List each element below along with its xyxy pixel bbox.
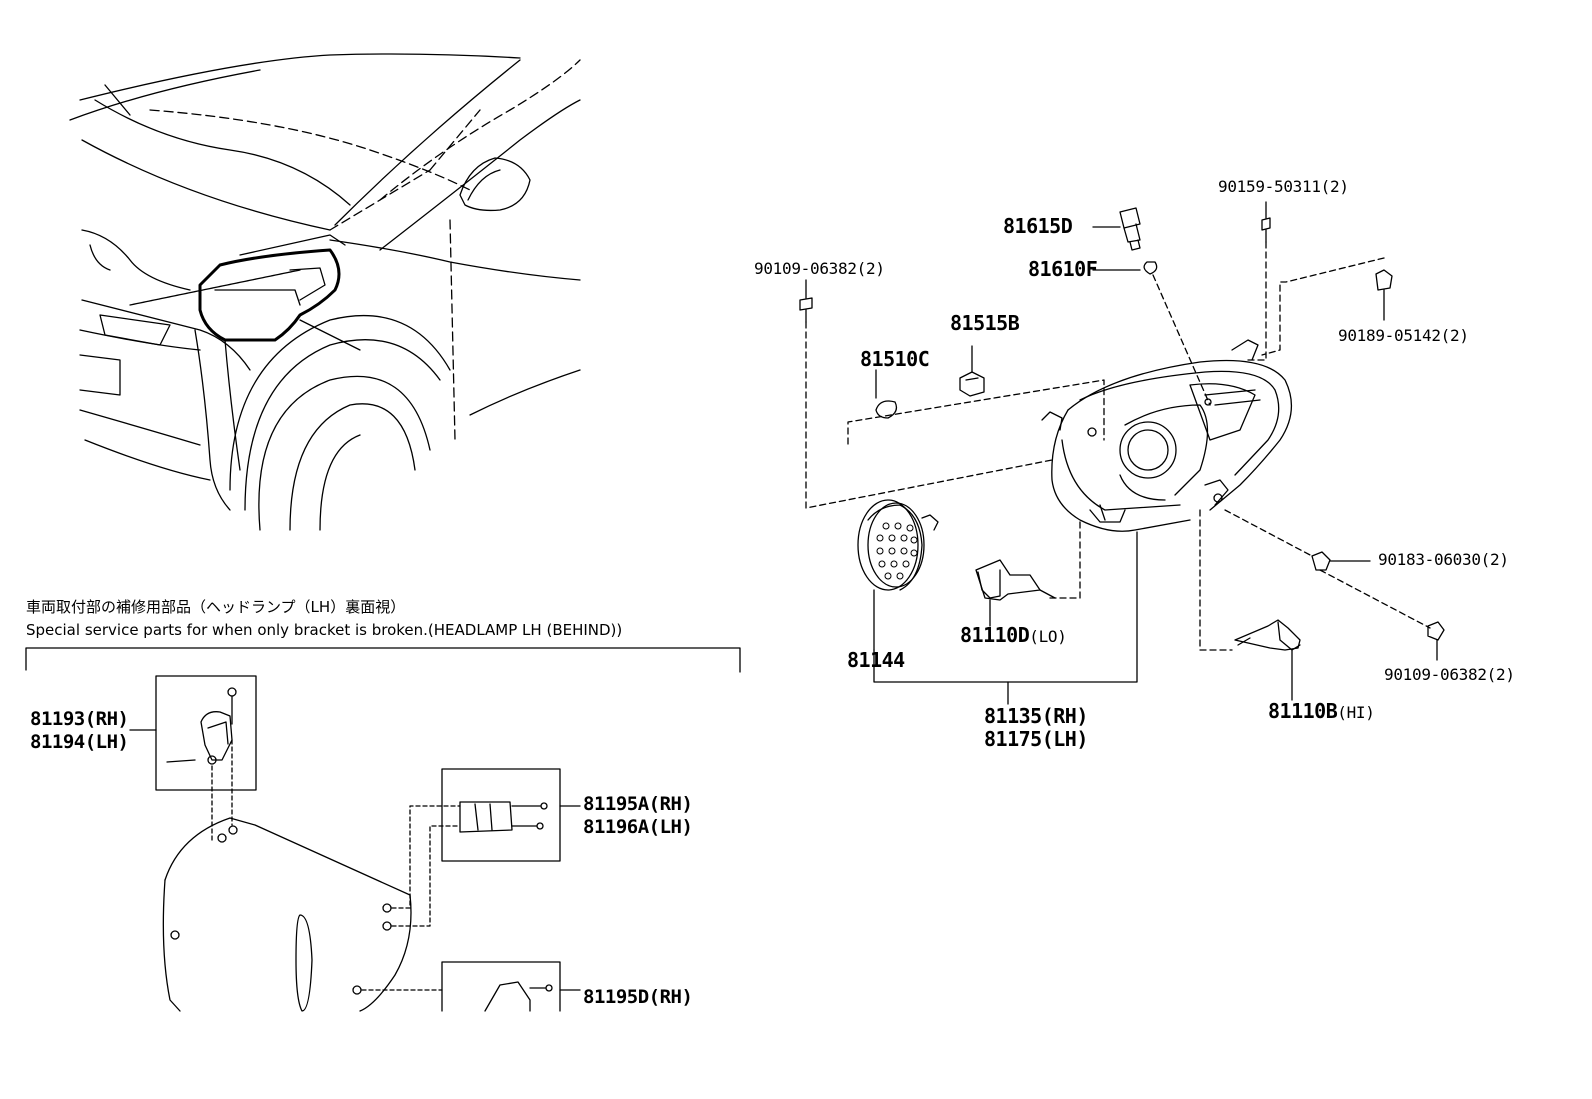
caption-japanese: 車両取付部の補修用部品（ヘッドランプ（LH）裏面視） [26,598,406,616]
part-label-81144: 81144 [847,648,905,672]
part-label-90109-06382-top: 90109-06382(2) [754,259,885,278]
part-label-90183-06030: 90183-06030(2) [1378,550,1509,569]
part-label-81193: 81193(RH) [30,708,129,730]
headlamp-exploded-view [799,201,1445,705]
service-parts-section [25,647,741,1012]
part-label-81195a: 81195A(RH) [583,793,693,815]
part-label-81195d: 81195D(RH) [583,986,693,1008]
part-number-81110d: 81110D [960,623,1030,647]
part-label-81515b: 81515B [950,311,1020,335]
caption-english: Special service parts for when only brac… [26,621,623,639]
part-label-81196a: 81196A(LH) [583,816,693,838]
part-label-81615d: 81615D [1003,214,1073,238]
part-label-81510c: 81510C [860,347,930,371]
part-label-81135: 81135(RH) [984,704,1088,728]
part-label-81610f: 81610F [1028,257,1098,281]
part-label-90109-06382-bottom: 90109-06382(2) [1384,665,1515,684]
part-label-90189-05142: 90189-05142(2) [1338,326,1469,345]
part-suffix-hi: (HI) [1337,703,1375,722]
part-label-81110d: 81110D(LO) [960,624,1067,648]
part-label-90159-50311: 90159-50311(2) [1218,177,1349,196]
part-number-81110b: 81110B [1268,699,1338,723]
part-label-81194: 81194(LH) [30,731,129,753]
vehicle-front-illustration [69,53,581,531]
part-label-81175: 81175(LH) [984,727,1088,751]
part-suffix-lo: (LO) [1029,627,1067,646]
part-label-81110b: 81110B(HI) [1268,700,1375,724]
